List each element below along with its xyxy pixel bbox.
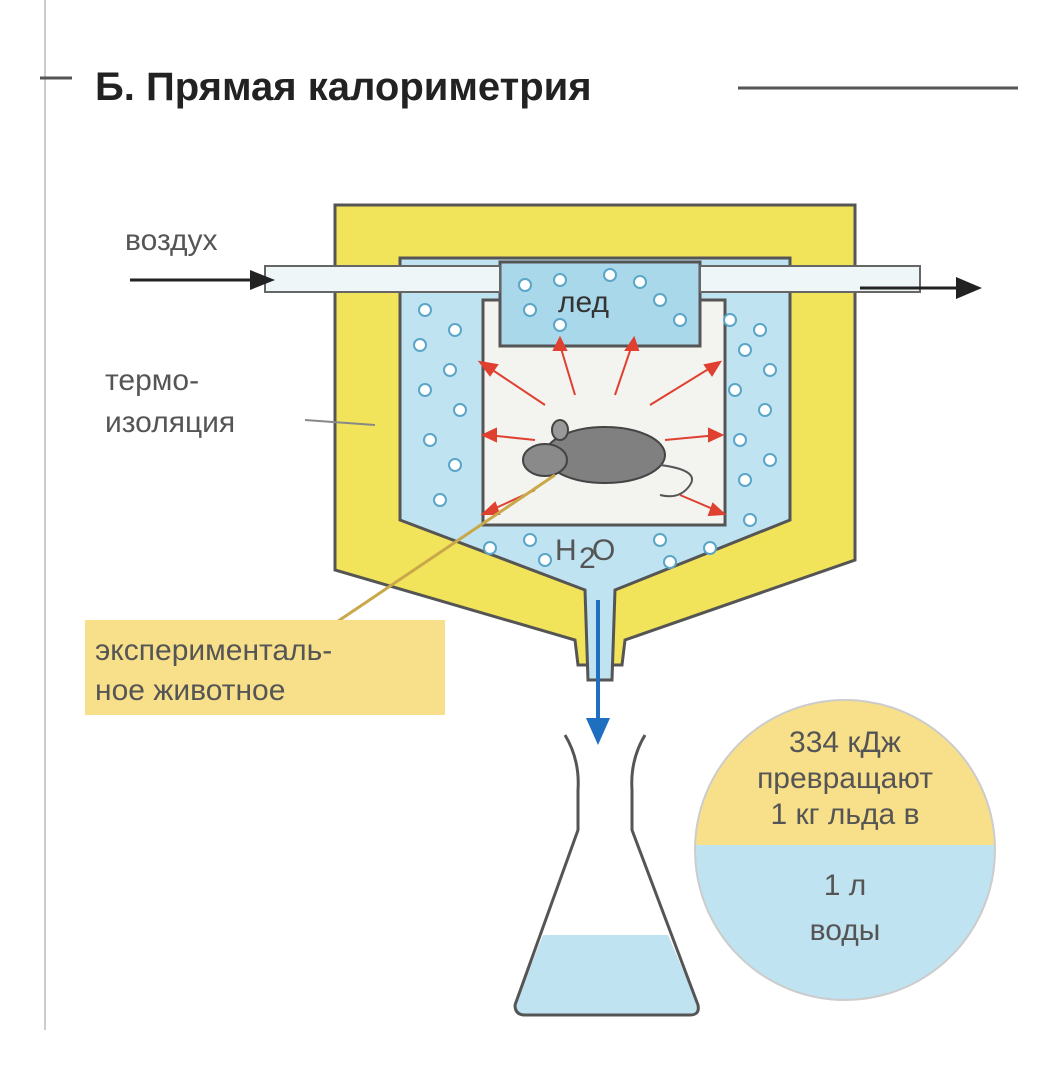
ice-bubbles	[413, 268, 777, 569]
ice-label: лед	[558, 286, 609, 319]
info-line-5: воды	[810, 914, 881, 947]
svg-text:2: 2	[579, 542, 596, 575]
animal-label-box	[85, 620, 445, 715]
air-out-arrow-icon	[956, 277, 982, 299]
flask	[513, 734, 700, 1017]
animal-pointer-line	[309, 473, 556, 642]
insulation-pointer-line	[304, 419, 376, 426]
insulation-label-2: изоляция	[105, 406, 235, 439]
info-line-1: 334 кДж	[789, 726, 901, 759]
water-formula: H 2 O	[555, 534, 615, 575]
air-label: воздух	[125, 224, 218, 257]
water-flow-arrow-icon	[586, 718, 610, 745]
page-title: Б. Прямая калориметрия	[95, 65, 592, 109]
animal-label-2: ное животное	[95, 674, 285, 707]
air-pipe	[130, 265, 982, 299]
animal-label-1: эксперименталь-	[95, 634, 332, 667]
info-circle: 334 кДж превращают 1 кг льда в 1 л воды	[694, 699, 996, 1001]
info-line-4: 1 л	[824, 869, 867, 902]
insulation-label-1: термо-	[105, 364, 199, 397]
svg-text:H: H	[555, 534, 577, 567]
heat-arrows	[477, 335, 727, 517]
info-line-2: превращают	[757, 762, 933, 795]
mouse-icon	[522, 419, 693, 498]
svg-text:O: O	[592, 534, 615, 567]
info-line-3: 1 кг льда в	[770, 798, 919, 831]
